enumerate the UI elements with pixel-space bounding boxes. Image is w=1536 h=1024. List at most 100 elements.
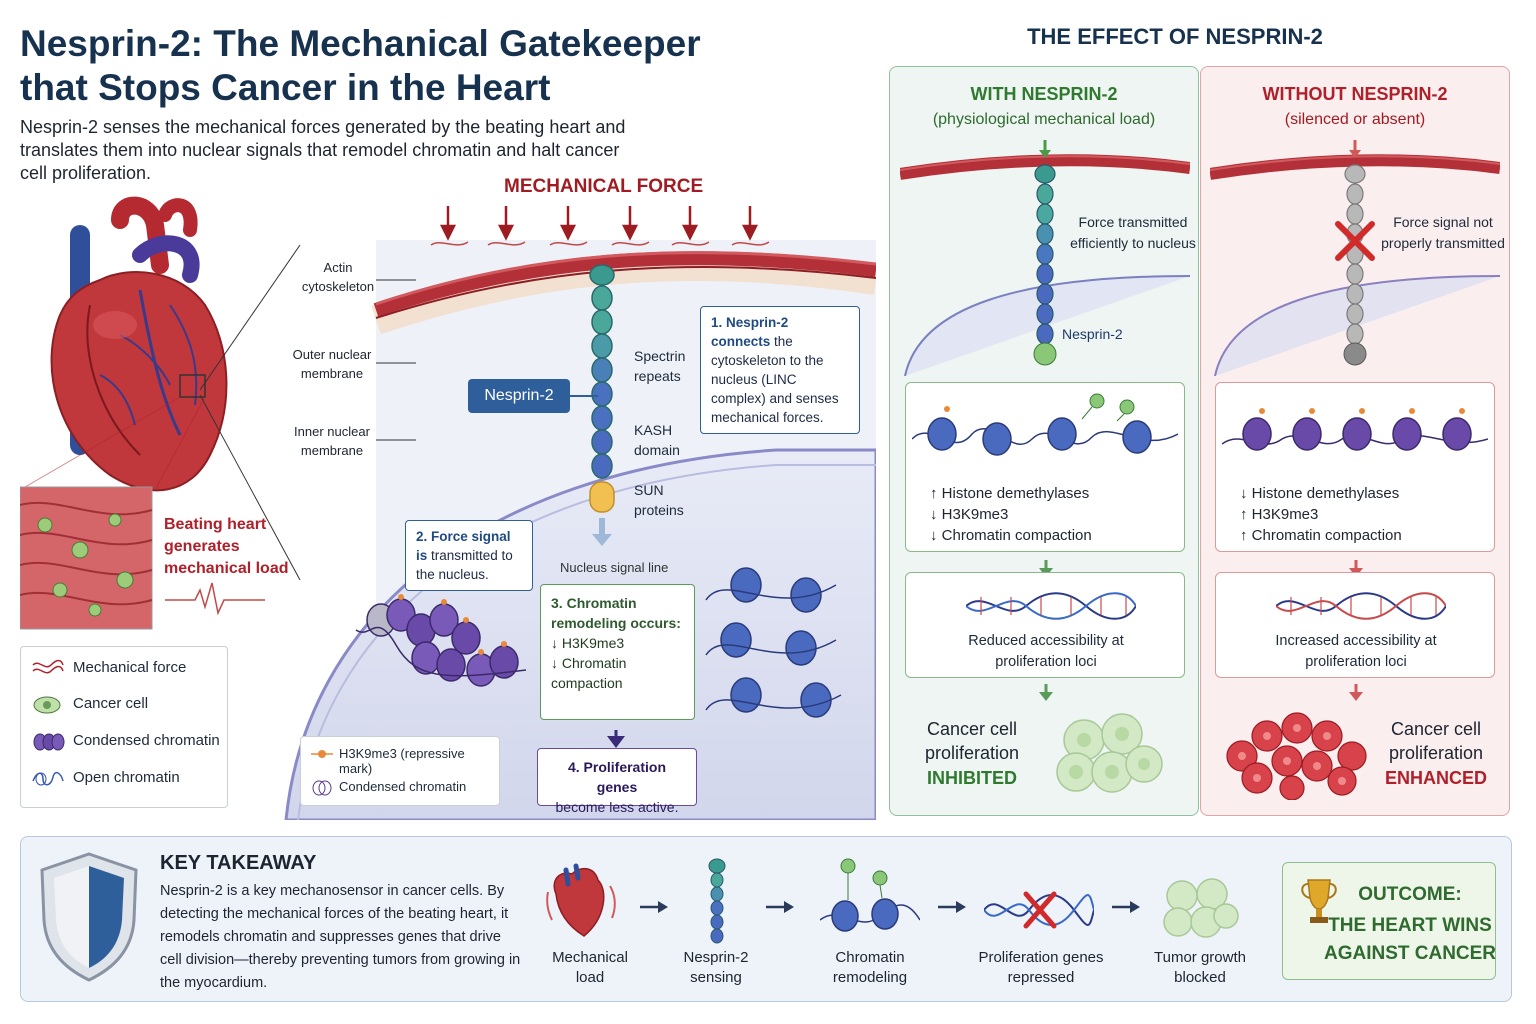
label-outer-membrane: Outer nuclear membrane	[292, 347, 372, 381]
label-actin: Actin cytoskeleton	[301, 260, 375, 294]
step-4-text: become less active.	[555, 799, 679, 815]
blocked-cells-icon	[1163, 878, 1239, 938]
nesprin-chain-icon	[708, 858, 726, 944]
without-accessibility: Increased accessibility at proliferation…	[1275, 633, 1437, 670]
wave-icon	[32, 659, 64, 674]
without-nesprin-diagram	[1210, 140, 1500, 376]
mark-icon	[311, 750, 333, 758]
arrow-right-icon	[640, 901, 668, 913]
with-title: WITH NESPRIN-2	[970, 84, 1118, 104]
dna-icon	[966, 592, 1136, 620]
legend: Mechanical force Cancer cell Condensed c…	[20, 646, 228, 808]
heart-caption: Beating heart generates mechanical load	[164, 516, 289, 577]
without-outcome-line-1: Cancer cell	[1390, 719, 1482, 739]
label-spectrin: Spectrin repeats	[634, 348, 686, 384]
with-mark-1: ↑ Histone demethylases	[930, 485, 1090, 502]
without-title: WITHOUT NESPRIN-2	[1262, 84, 1448, 104]
label-kash: KASH domain	[634, 422, 680, 458]
flow-step-1: Mechanical load	[552, 949, 628, 986]
legend-label: Open chromatin	[73, 769, 180, 786]
step-2-text: transmitted to the nucleus.	[416, 548, 513, 582]
step-1-callout: 1. Nesprin-2 connects the cytoskeleton t…	[700, 306, 860, 434]
without-accessibility-box: Increased accessibility at proliferation…	[1215, 572, 1495, 678]
step-4-num: 4.	[567, 759, 580, 775]
with-accessibility: Reduced accessibility at proliferation l…	[968, 633, 1124, 670]
condensed-chromatin-art	[1222, 408, 1488, 451]
flow-step-5: Tumor growth blocked	[1154, 949, 1246, 986]
with-accessibility-box: Reduced accessibility at proliferation l…	[905, 572, 1185, 678]
legend-item: Cancer cell	[31, 695, 221, 717]
step-1-text: the cytoskeleton to the nucleus (LINC co…	[711, 334, 839, 425]
condensed-chromatin-icon	[33, 733, 65, 751]
with-outcome-line-1: Cancer cell	[926, 719, 1018, 739]
nesprin-tag: Nesprin-2	[468, 379, 570, 413]
condensed-icon	[312, 780, 332, 796]
nucleus-signal-label: Nucleus signal line	[560, 560, 669, 575]
legend-item: Open chromatin	[31, 769, 221, 791]
step-4-title: Proliferation genes	[583, 759, 667, 795]
page-title: Nesprin-2: The Mechanical Gatekeeper tha…	[20, 23, 701, 108]
flow-step-3: Chromatin remodeling	[832, 949, 908, 986]
without-marks-box: ↓ Histone demethylases ↑ H3K9me3 ↑ Chrom…	[1215, 382, 1495, 552]
tag-pointer	[568, 395, 598, 397]
takeaway-panel	[20, 836, 1512, 1002]
step-1-title: Nesprin-2 connects	[711, 315, 789, 349]
arrow-down-icon	[1349, 684, 1363, 701]
without-mark-2: ↑ H3K9me3	[1240, 506, 1319, 523]
step-4-box: 4. Proliferation genes become less activ…	[537, 748, 697, 815]
zoom-lines	[200, 244, 301, 581]
force-heading: MECHANICAL FORCE	[504, 176, 704, 197]
flow-step-2: Nesprin-2 sensing	[683, 949, 749, 986]
enhanced-cells-icon	[1226, 712, 1367, 800]
without-force-note: Force signal not properly transmitted	[1381, 214, 1505, 251]
page-subtitle: Nesprin-2 senses the mechanical forces g…	[20, 117, 626, 183]
label-inner-membrane: Inner nuclear membrane	[294, 424, 370, 458]
with-mark-2: ↓ H3K9me3	[930, 506, 1009, 523]
legend-label: Cancer cell	[73, 695, 149, 712]
legend-item: Mechanical force	[31, 659, 221, 681]
mini-legend-mark: H3K9me3 (repressive mark)	[339, 746, 465, 776]
trophy-icon	[1301, 879, 1337, 923]
arrow-right-icon	[1112, 901, 1140, 913]
without-mark-1: ↓ Histone demethylases	[1240, 485, 1400, 502]
takeaway-heading: KEY TAKEAWAY	[160, 852, 317, 874]
mini-legend-condensed: Condensed chromatin	[339, 779, 467, 794]
heart-icon	[546, 863, 616, 937]
mini-legend: H3K9me3 (repressive mark) Condensed chro…	[300, 736, 500, 806]
effect-heading: THE EFFECT OF NESPRIN-2	[1027, 24, 1323, 49]
step-1-num: 1.	[711, 315, 723, 330]
cell-icon	[33, 696, 61, 714]
without-mark-3: ↑ Chromatin compaction	[1240, 527, 1402, 544]
without-outcome-status: ENHANCED	[1384, 768, 1487, 788]
heart-illustration	[20, 196, 265, 630]
step-2-title: Force signal is	[416, 529, 511, 563]
legend-label: Mechanical force	[73, 659, 187, 676]
step-3-num: 3.	[551, 595, 563, 611]
without-subtitle: (silenced or absent)	[1284, 111, 1426, 128]
arrow-down-icon	[1039, 684, 1053, 701]
with-subtitle: (physiological mechanical load)	[932, 111, 1156, 128]
without-outcome-line-2: proliferation	[1388, 743, 1484, 763]
with-outcome-line-2: proliferation	[924, 743, 1020, 763]
repressed-dna-icon	[984, 891, 1094, 929]
step-2-num: 2.	[416, 529, 428, 544]
step-3-title: Chromatin remodeling occurs:	[551, 595, 681, 631]
shield-icon	[40, 852, 138, 982]
inhibited-cells-icon	[1056, 713, 1163, 793]
outcome-label: OUTCOME:	[1358, 884, 1462, 905]
legend-label: Condensed chromatin	[73, 732, 220, 749]
outcome-text: THE HEART WINS AGAINST CANCER	[1323, 915, 1497, 964]
with-nesprin-label: Nesprin-2	[1062, 326, 1123, 342]
with-force-note: Force transmitted efficiently to nucleus	[1070, 214, 1196, 251]
with-mark-3: ↓ Chromatin compaction	[930, 527, 1092, 544]
takeaway-text: Nesprin-2 is a key mechanosensor in canc…	[160, 883, 521, 991]
with-outcome-status: INHIBITED	[927, 768, 1017, 788]
label-sun: SUN proteins	[634, 482, 684, 518]
chromatin-remodel-icon	[820, 858, 920, 932]
dna-icon	[1276, 592, 1446, 620]
arrow-right-icon	[938, 901, 966, 913]
step-2-callout: 2. Force signal is transmitted to the nu…	[405, 520, 533, 591]
legend-item: Condensed chromatin	[31, 732, 221, 754]
open-chromatin-icon	[32, 771, 64, 786]
open-chromatin-art	[912, 393, 1178, 456]
